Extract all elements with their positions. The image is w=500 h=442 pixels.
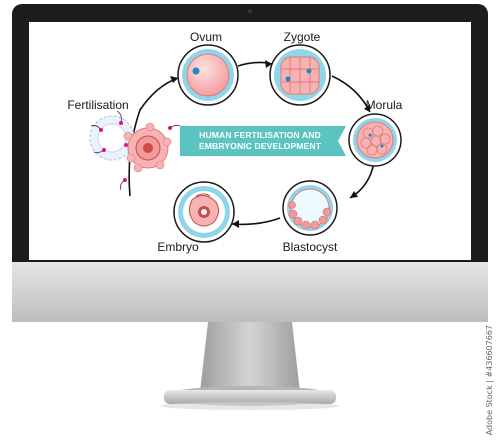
blastocyst-cell-icon — [282, 180, 338, 236]
label-embryo: Embryo — [157, 240, 199, 254]
title-banner — [180, 126, 346, 156]
label-blastocyst: Blastocyst — [282, 240, 338, 254]
label-fertilisation: Fertilisation — [67, 98, 129, 112]
monitor-base — [164, 390, 336, 404]
label-ovum: Ovum — [189, 30, 223, 44]
diagram-title: HUMAN FERTILISATION AND EMBRYONIC DEVELO… — [180, 126, 340, 156]
title-line-1: HUMAN FERTILISATION AND — [199, 130, 321, 140]
embryo-cell-icon — [173, 181, 235, 243]
ovum-cell-icon — [177, 44, 239, 106]
sperm-egg-icon — [89, 110, 181, 191]
label-morula: Morula — [365, 98, 403, 112]
stock-watermark: Adobe Stock | #436607667 — [485, 325, 494, 436]
title-line-2: EMBRYONIC DEVELOPMENT — [198, 140, 322, 151]
zygote-cell-icon — [269, 44, 331, 106]
morula-cell-icon — [348, 113, 402, 167]
monitor-neck — [200, 322, 300, 392]
label-zygote: Zygote — [283, 30, 321, 44]
